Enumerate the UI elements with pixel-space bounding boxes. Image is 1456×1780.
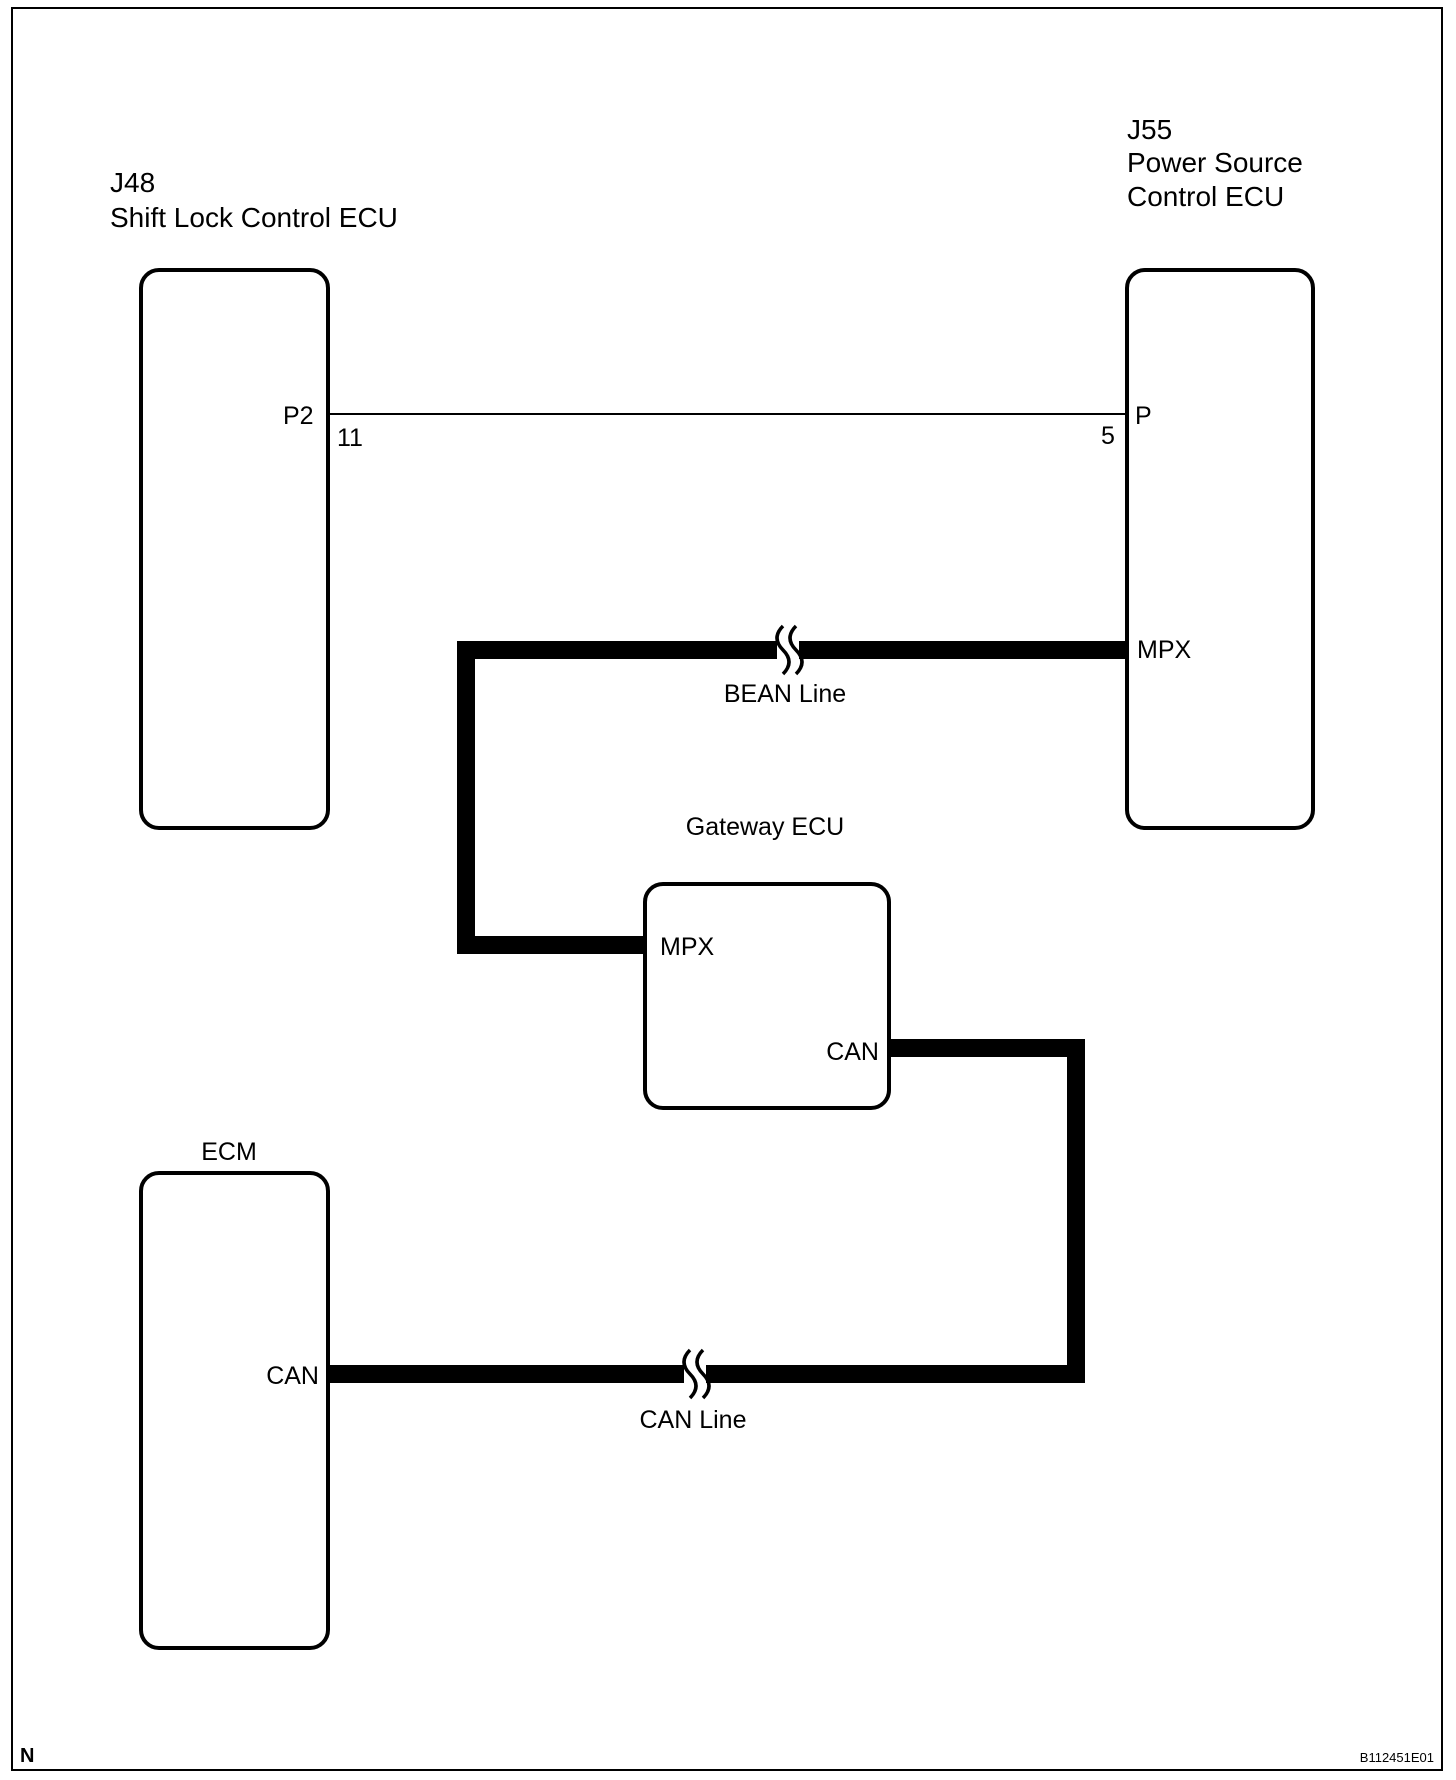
shift-lock-ecu-pin-p2-label: P2 (283, 402, 314, 430)
can-line-break-mark-right (695, 1348, 711, 1400)
figure-code: B112451E01 (1360, 1750, 1434, 1765)
shift-lock-ecu-box (139, 268, 330, 830)
page-frame (11, 7, 1443, 1771)
shift-lock-ecu-name: Shift Lock Control ECU (110, 202, 398, 233)
ecm-box (139, 1171, 330, 1650)
bean-line-break-gap (777, 637, 799, 663)
power-source-ecu-name-line1: Power Source (1127, 147, 1303, 178)
power-source-ecu-connector-id: J55 (1127, 114, 1172, 145)
gateway-ecu-pin-can-label: CAN (826, 1038, 879, 1066)
can-line-break-gap (684, 1361, 706, 1387)
gateway-ecu-pin-mpx-label: MPX (660, 933, 715, 961)
shift-lock-ecu-connector-id: J48 (110, 167, 155, 198)
can-line-label: CAN Line (640, 1406, 747, 1434)
gateway-ecu-name: Gateway ECU (686, 813, 844, 841)
gateway-ecu-box (643, 882, 891, 1110)
shift-lock-ecu-pin-11-number: 11 (337, 424, 363, 452)
ecm-name: ECM (201, 1138, 257, 1166)
power-source-ecu-pin-5-number: 5 (1101, 422, 1115, 450)
bean-line-break-mark-right (788, 624, 804, 676)
can-line-break-mark-left (682, 1348, 698, 1400)
power-source-ecu-pin-mpx-label: MPX (1137, 636, 1192, 664)
bean-line-label: BEAN Line (724, 680, 846, 708)
bean-line-break-mark-left (775, 624, 791, 676)
ecm-pin-can-label: CAN (266, 1362, 319, 1390)
power-source-ecu-name-line2: Control ECU (1127, 181, 1284, 212)
corner-mark: N (20, 1745, 34, 1767)
power-source-ecu-box (1125, 268, 1315, 830)
power-source-ecu-pin-p-label: P (1135, 402, 1152, 430)
